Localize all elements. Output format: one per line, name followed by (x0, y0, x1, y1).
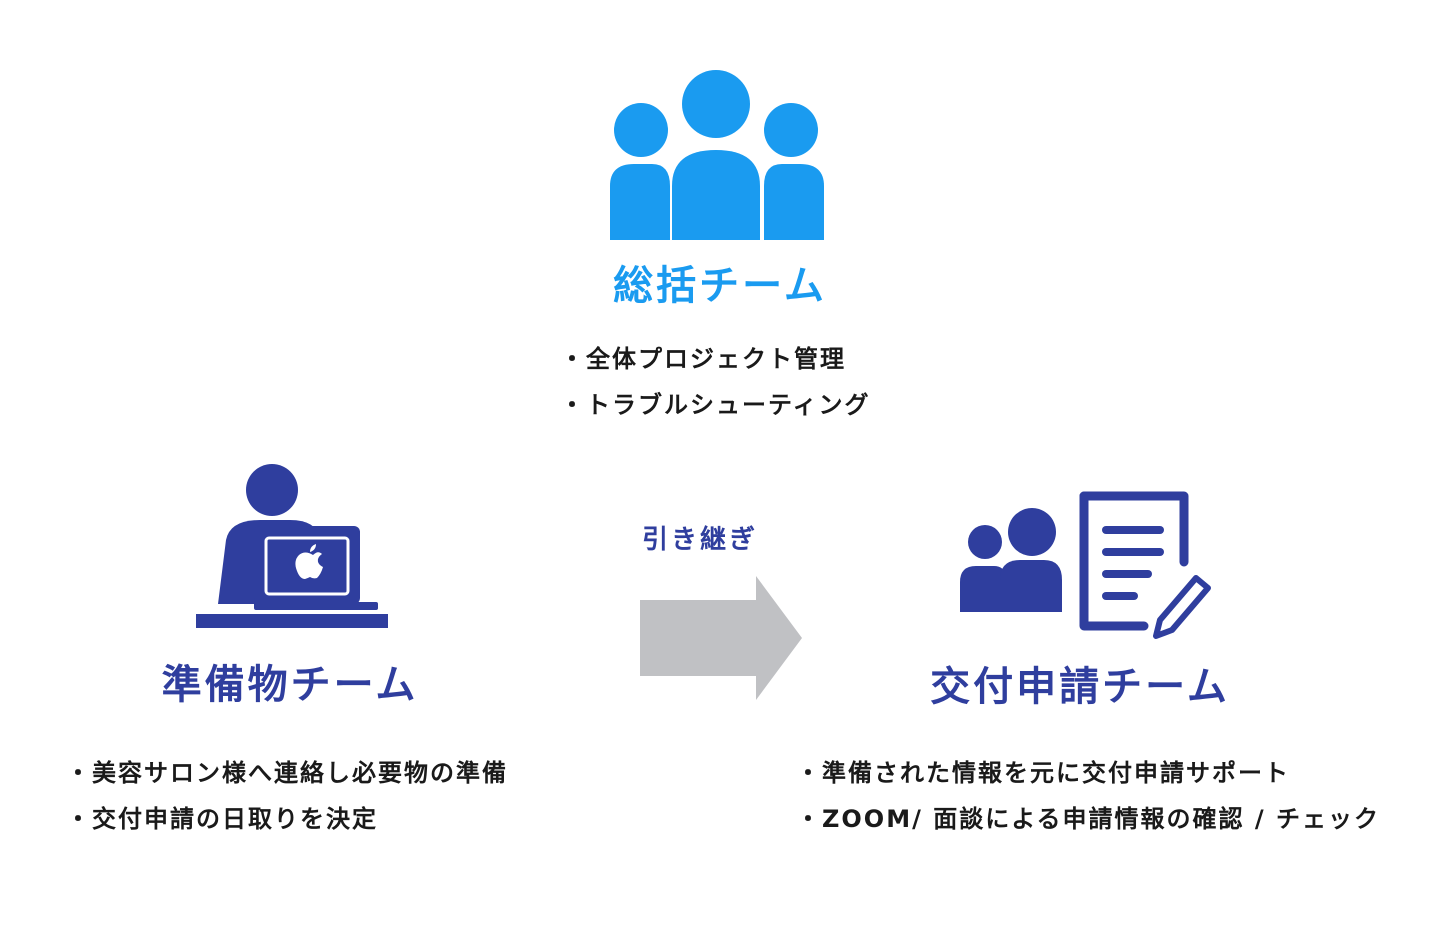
people-with-document-icon (960, 491, 1211, 639)
top-team-bullet: トラブルシューティング (560, 382, 871, 428)
left-team-bullet-list: 美容サロン様へ連絡し必要物の準備 交付申請の日取りを決定 (66, 750, 508, 842)
top-team-bullet: 全体プロジェクト管理 (560, 336, 871, 382)
right-team-bullet: 準備された情報を元に交付申請サポート (796, 750, 1380, 796)
group-icon-shapes (610, 70, 824, 240)
person-with-laptop-icon (196, 464, 388, 628)
left-team-title: 準備物チーム (161, 662, 419, 708)
top-team-title: 総括チーム (613, 263, 827, 309)
right-team-title: 交付申請チーム (930, 664, 1230, 710)
top-team-bullet-list: 全体プロジェクト管理 トラブルシューティング (560, 336, 871, 428)
right-arrow-icon (640, 576, 802, 700)
group-icon (610, 70, 824, 240)
right-team-bullet: ZOOM/ 面談による申請情報の確認 / チェック (796, 796, 1380, 842)
left-team-bullet: 美容サロン様へ連絡し必要物の準備 (66, 750, 508, 796)
handoff-label: 引き継ぎ (641, 525, 758, 555)
left-team-bullet: 交付申請の日取りを決定 (66, 796, 508, 842)
right-team-bullet-list: 準備された情報を元に交付申請サポート ZOOM/ 面談による申請情報の確認 / … (796, 750, 1380, 842)
